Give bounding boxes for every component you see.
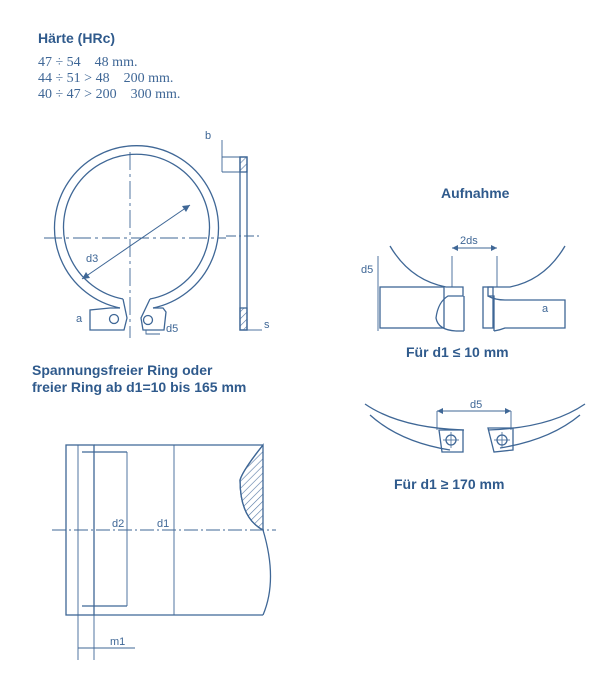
caption-small: Für d1 ≤ 10 mm	[406, 344, 509, 360]
label-d3: d3	[86, 253, 98, 265]
label-d5-ring: d5	[166, 323, 178, 335]
label-d5-small: d5	[361, 264, 373, 276]
aufnahme-title: Aufnahme	[441, 185, 510, 201]
spannung-title-2: freier Ring ab d1=10 bis 165 mm	[32, 379, 247, 395]
label-d1: d1	[157, 518, 169, 530]
label-a-small: a	[542, 303, 549, 315]
aufnahme-small-detail	[377, 245, 566, 332]
label-m1: m1	[110, 636, 125, 648]
aufnahme-large-detail	[364, 403, 586, 453]
label-b: b	[205, 130, 211, 142]
caption-large: Für d1 ≥ 170 mm	[394, 476, 505, 492]
spannung-title-1: Spannungsfreier Ring oder	[32, 362, 213, 378]
label-2ds: 2ds	[460, 235, 478, 247]
label-s: s	[264, 319, 270, 331]
label-d2: d2	[112, 518, 124, 530]
d3-dimension-line	[81, 204, 191, 280]
lug-hole-left	[108, 313, 120, 325]
haerte-row-3: 40 ÷ 47 > 200 300 mm.	[38, 87, 181, 102]
retaining-ring-front-view	[53, 145, 220, 331]
haerte-row-2: 44 ÷ 51 > 48 200 mm.	[38, 71, 174, 86]
haerte-title: Härte (HRc)	[38, 30, 116, 46]
label-a-ring: a	[76, 313, 83, 325]
lug-hole-right	[142, 314, 154, 326]
label-d5-large: d5	[470, 399, 482, 411]
haerte-row-1: 47 ÷ 54 48 mm.	[38, 55, 138, 70]
